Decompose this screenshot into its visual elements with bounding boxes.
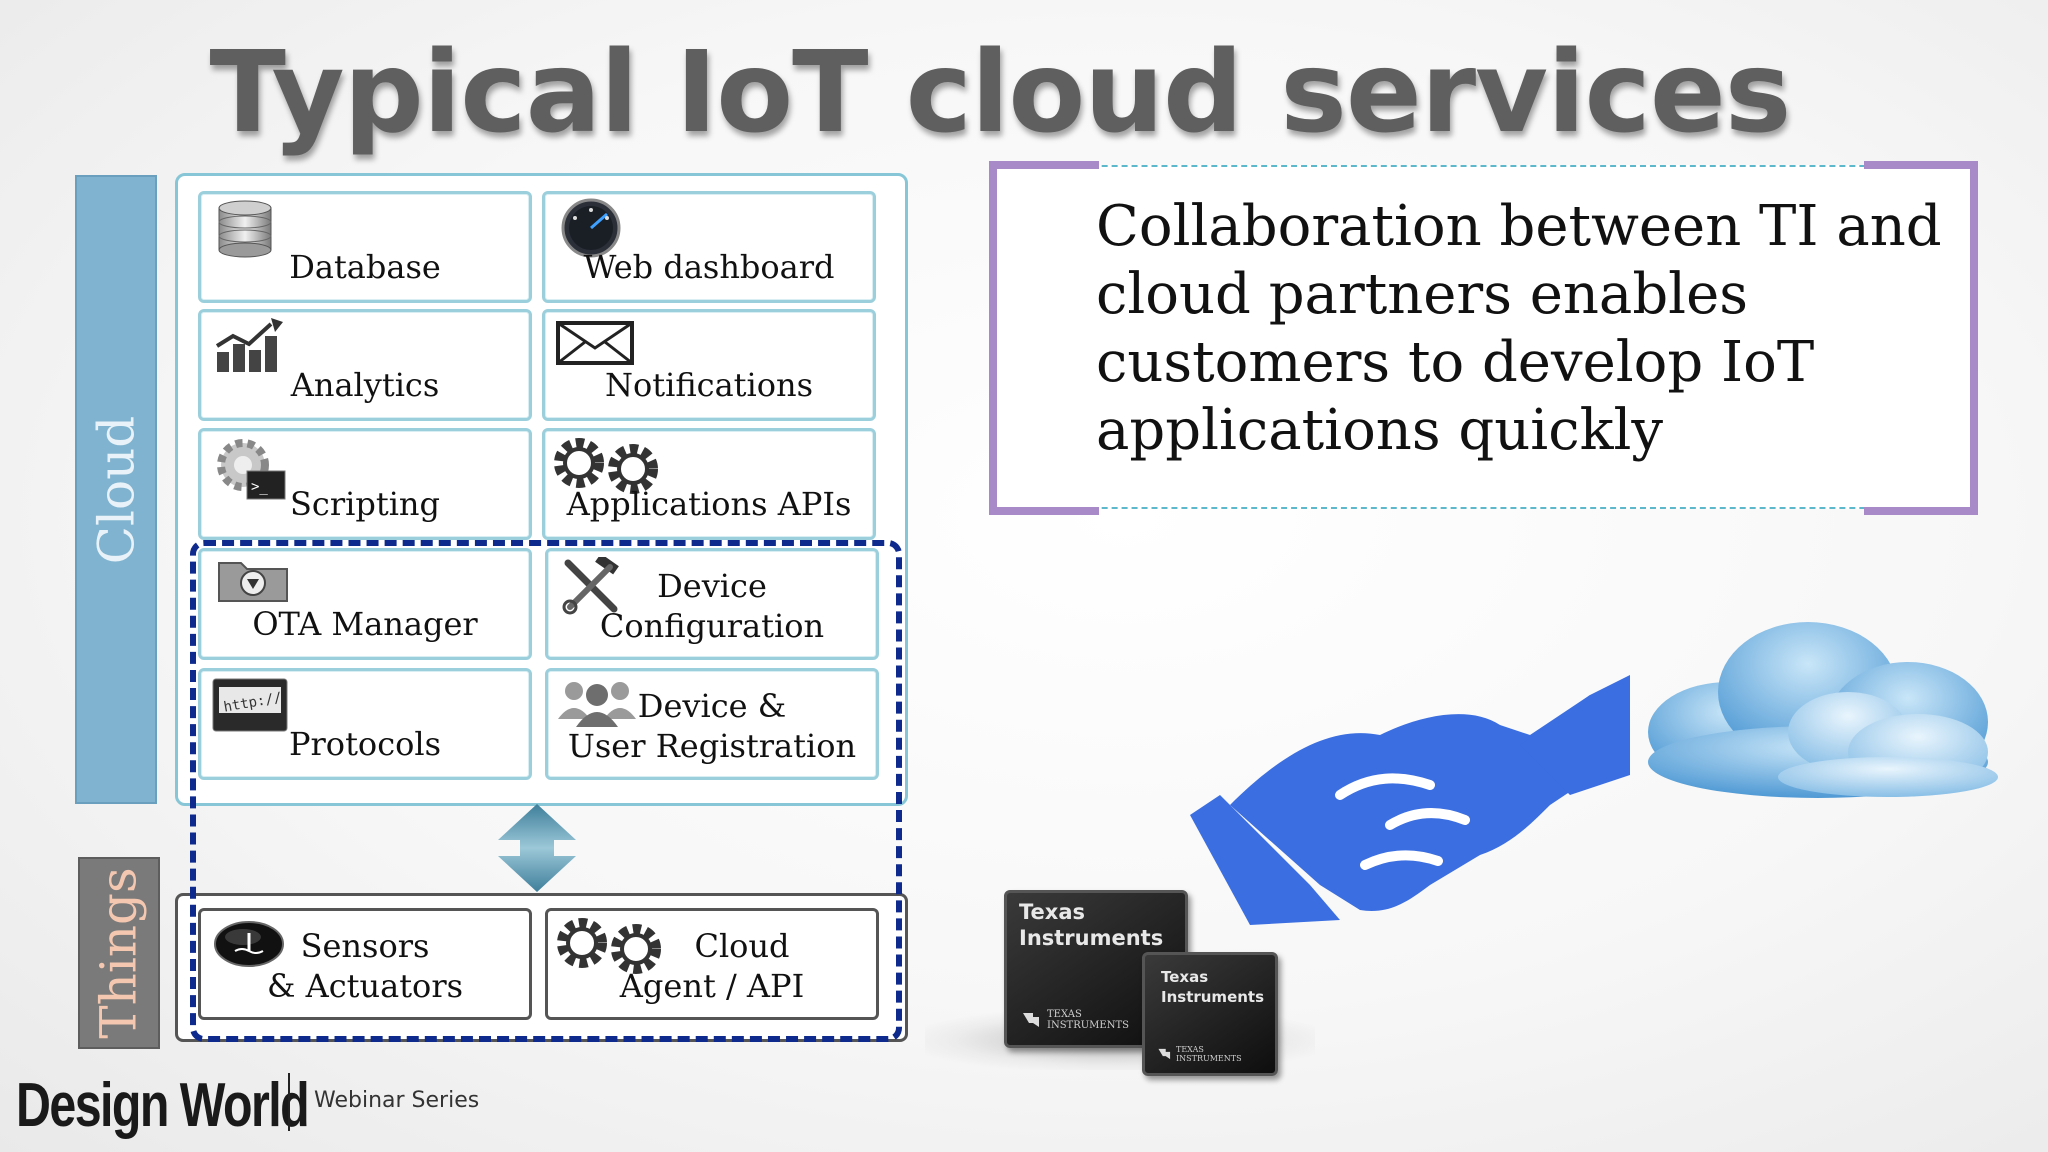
service-label: Database — [289, 248, 441, 286]
service-device-configuration: Device Configuration — [545, 548, 879, 660]
ti-logo-icon — [1158, 1048, 1171, 1060]
brand-logo: Design World — [16, 1071, 310, 1140]
service-database: Database — [198, 191, 532, 303]
cloud-layer-label: Cloud — [75, 175, 157, 804]
service-ota-manager: OTA Manager — [198, 548, 532, 660]
chip-brand-line1: Texas — [1019, 900, 1085, 924]
chip-logo-text: TEXAS INSTRUMENTS — [1176, 1045, 1242, 1063]
download-folder-icon — [218, 562, 288, 602]
service-label: Applications APIs — [566, 485, 852, 523]
cloud-icon — [1648, 622, 1998, 798]
chip-brand-line2: Instruments — [1019, 926, 1164, 950]
service-label-line1: Cloud — [694, 927, 790, 965]
chart-icon — [215, 318, 283, 372]
service-web-dashboard: Web dashboard — [542, 191, 876, 303]
service-scripting: >_ Scripting — [198, 428, 532, 540]
note-corner-brackets — [989, 161, 1978, 515]
service-notifications: Notifications — [542, 309, 876, 421]
slide-title: Typical IoT cloud services — [209, 28, 1792, 158]
bidirectional-arrow-icon — [498, 804, 576, 892]
http-icon: http:// — [212, 678, 288, 732]
service-protocols: http:// Protocols — [198, 668, 532, 780]
service-label: Notifications — [604, 366, 814, 404]
gauge-icon — [561, 198, 621, 258]
chip-brand-line1: Texas — [1161, 968, 1209, 986]
device-services-dashed-group — [190, 540, 902, 1042]
service-label-line2: Agent / API — [619, 967, 805, 1005]
gears-icon — [557, 918, 661, 974]
service-label: OTA Manager — [252, 605, 478, 643]
service-label: Web dashboard — [583, 248, 835, 286]
tools-icon — [562, 557, 619, 615]
chip-logo-text: TEXAS INSTRUMENTS — [1047, 1009, 1129, 1031]
service-label-line1: Device & — [637, 687, 787, 725]
brand-series: Webinar Series — [314, 1088, 480, 1113]
envelope-icon — [556, 321, 634, 365]
service-label: Scripting — [289, 485, 441, 523]
brand-divider — [288, 1073, 290, 1131]
things-label-text: Things — [90, 867, 149, 1039]
gears-icon — [554, 438, 658, 494]
chip-brand-line2: Instruments — [1161, 988, 1265, 1006]
service-label-line1: Device — [657, 567, 767, 605]
service-label: Protocols — [288, 725, 442, 763]
ti-chip-small: Texas Instruments TEXAS INSTRUMENTS — [1142, 952, 1278, 1076]
note-text: Collaboration between TI and cloud partn… — [1096, 194, 1942, 463]
service-label-line2: & Actuators — [266, 967, 464, 1005]
service-label-line1: Sensors — [300, 927, 430, 965]
service-sensors-actuators: Sensors & Actuators — [198, 908, 532, 1020]
ti-logo-icon — [1023, 1013, 1039, 1027]
handshake-icon — [1190, 675, 1630, 925]
service-applications-apis: Applications APIs — [542, 428, 876, 540]
svg-text:>_: >_ — [251, 479, 268, 495]
service-cloud-agent-api: Cloud Agent / API — [545, 908, 879, 1020]
service-label-line2: User Registration — [567, 727, 857, 765]
collaboration-note: Collaboration between TI and cloud partn… — [989, 161, 1978, 515]
sensor-icon — [214, 921, 284, 967]
service-device-user-registration: Device & User Registration — [545, 668, 879, 780]
cloud-label-text: Cloud — [87, 415, 145, 564]
things-layer-label: Things — [78, 857, 160, 1049]
database-icon — [218, 200, 272, 258]
service-analytics: Analytics — [198, 309, 532, 421]
gear-terminal-icon: >_ — [217, 439, 286, 500]
service-label-line2: Configuration — [599, 607, 825, 645]
service-label: Analytics — [290, 366, 440, 404]
users-icon — [558, 682, 636, 727]
